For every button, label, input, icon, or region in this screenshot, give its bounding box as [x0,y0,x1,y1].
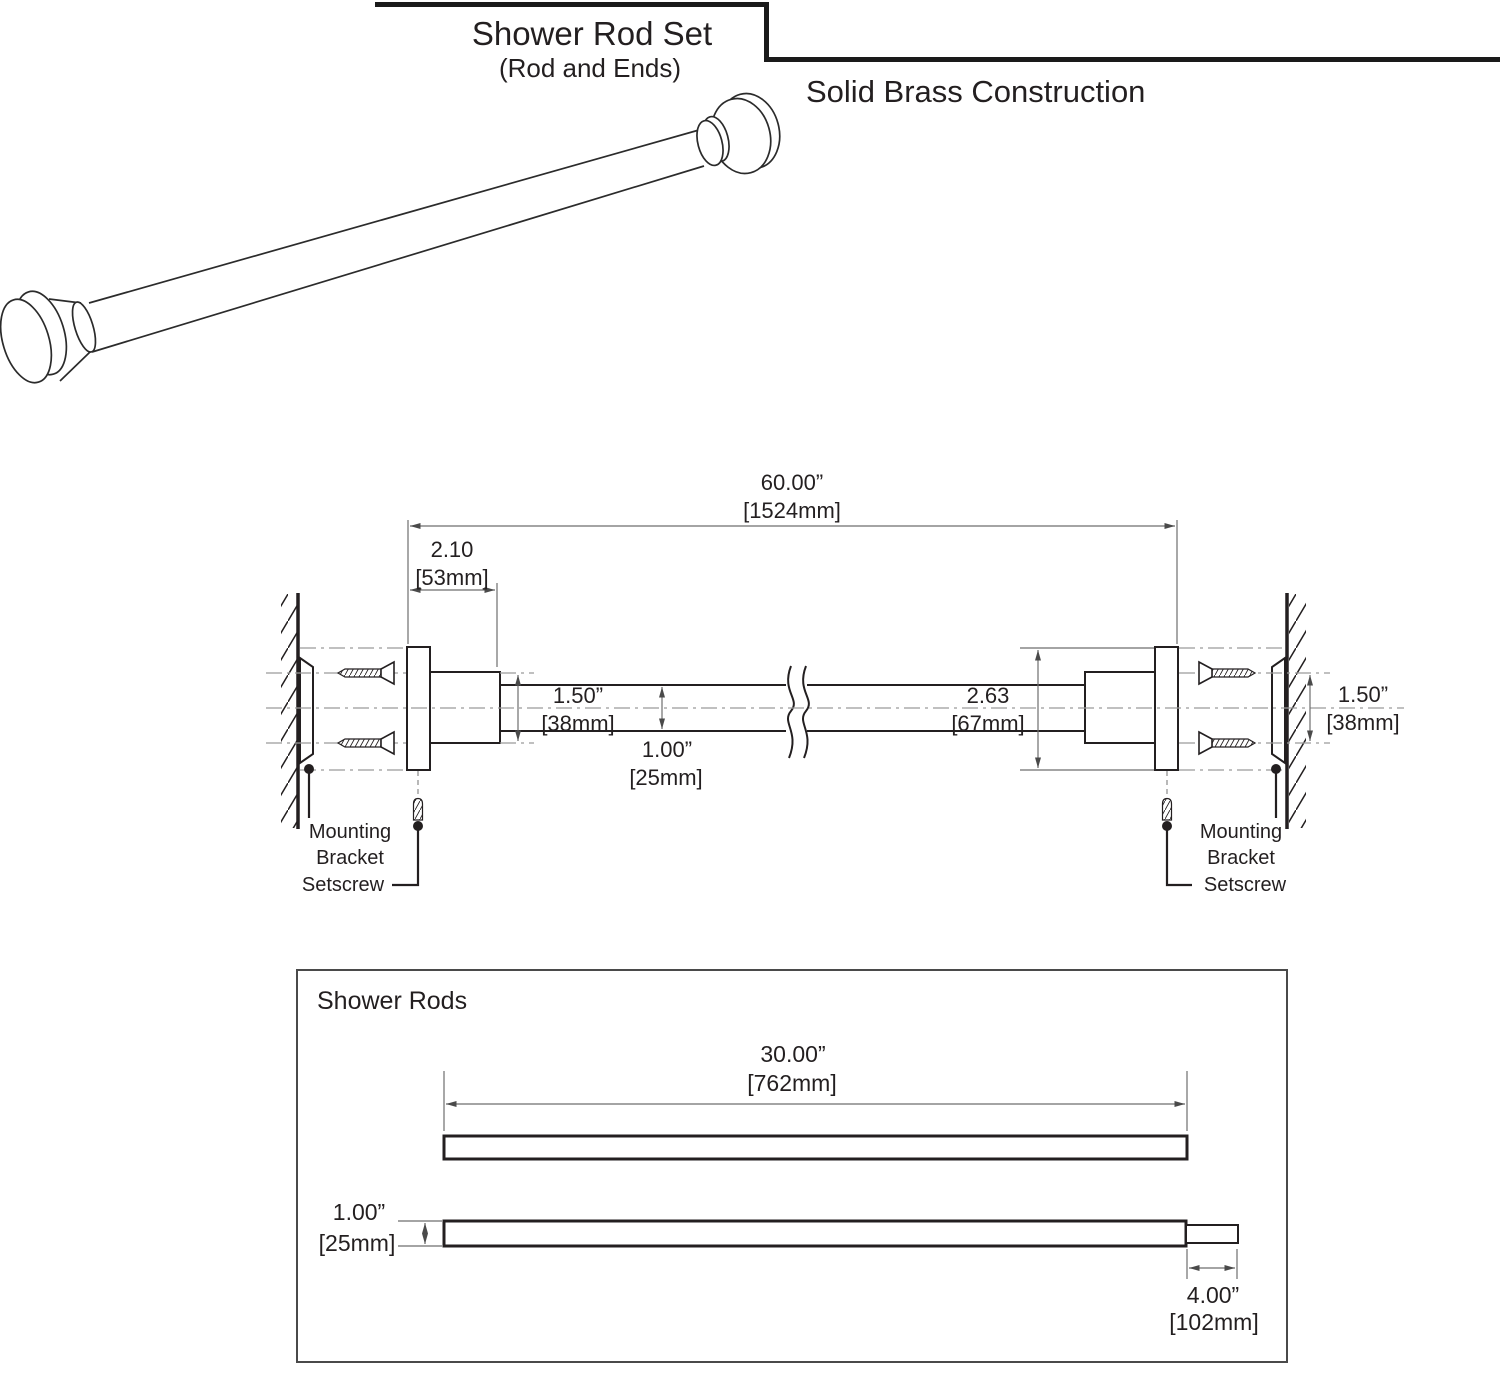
dim-value-metric: [102mm] [1169,1309,1258,1335]
rod-with-end-section [442,1219,1188,1248]
left-wall [281,593,300,829]
right-wall-hatching [1289,594,1306,828]
dim-value-inches: 4.00” [1187,1282,1239,1308]
left-mounting-bracket-label-line2: Bracket [316,847,384,869]
dim-overall-length: 60.00” [1524mm] [407,470,1178,644]
wall-flange [696,92,781,175]
right-setscrew [1161,771,1173,821]
header-border-line [375,2,1500,62]
right-mounting-bracket-callout-dot [1271,764,1281,774]
dim-value-metric: [25mm] [629,765,702,790]
dim-value-inches: 30.00” [760,1041,825,1067]
screw-shaft-icon [336,738,382,748]
rod-3d-illustration [0,92,781,384]
callouts [304,764,1281,887]
flange-collar-face [696,119,724,167]
end-cap-collar [71,301,97,353]
screw-shaft-icon [1211,738,1257,748]
left-setscrew-leader [392,829,420,887]
setscrew-icon [412,797,424,821]
header: Shower Rod Set (Rod and Ends) Solid Bras… [375,2,1500,109]
screw-head-icon [380,660,395,686]
dim-end-section: 4.00” [102mm] [1169,1249,1259,1335]
dim-value-inches: 1.00” [333,1199,385,1225]
rod-end-section [1185,1224,1239,1244]
dim-value-metric: [762mm] [747,1070,836,1096]
screw-head-icon [1198,660,1213,686]
right-bracket-base [1271,656,1286,765]
left-setscrew-callout-dot [413,821,423,831]
right-setscrew-label: Setscrew [1204,874,1287,896]
dim-value-metric: [25mm] [319,1230,396,1256]
right-setscrew-leader [1165,829,1192,887]
end-cap-neck-bottom [59,351,91,382]
right-screws [1198,660,1257,756]
left-mounting-bracket-label-line1: Mounting [309,821,391,843]
right-wall [1285,593,1306,829]
rod-30-inch [442,1134,1189,1161]
dim-value-inches: 1.00” [642,737,692,762]
dim-value-inches: 1.50” [553,683,603,708]
dim-rod-diameter-bottom: 1.00” [25mm] [319,1199,442,1256]
dim-value-metric: [38mm] [1326,710,1399,735]
dim-value-metric: [53mm] [415,565,488,590]
panel-border [296,969,1288,1363]
dim-value-inches: 60.00” [761,470,823,495]
dim-value-inches: 2.10 [431,537,474,562]
dim-value-metric: [1524mm] [743,498,841,523]
page-subtitle: (Rod and Ends) [499,53,681,83]
right-mounting-bracket-label-line1: Mounting [1200,821,1282,843]
left-screws [336,660,395,756]
dim-flange-diameter: 2.63 [67mm] [951,647,1154,771]
part-labels: Mounting Bracket Setscrew Mounting Brack… [302,821,1287,896]
left-setscrew-label: Setscrew [302,874,385,896]
screw-shaft-icon [1211,668,1257,678]
dim-value-inches: 2.63 [967,683,1010,708]
left-bracket-base [299,656,314,765]
rod-body [88,129,705,353]
dim-rod-length: 30.00” [762mm] [443,1041,1188,1131]
left-setscrew [412,771,424,821]
right-setscrew-callout-dot [1162,821,1172,831]
dim-rod-diameter: 1.00” [25mm] [629,687,703,790]
shower-rods-panel: Shower Rods 30.00” [762mm] 1.00” [25mm] [296,969,1288,1363]
installation-diagram: 60.00” [1524mm] 2.10 [53mm] 1.50” [38mm]… [266,470,1404,896]
dim-value-inches: 1.50” [1338,682,1388,707]
dim-bracket-diameter-right: 1.50” [38mm] [1307,675,1400,741]
material-note: Solid Brass Construction [806,74,1145,109]
page-title: Shower Rod Set [472,15,712,52]
left-wall-hatching [281,594,298,828]
panel-title: Shower Rods [317,987,467,1015]
break-symbol-right-curve [801,665,810,759]
dim-value-metric: [38mm] [541,711,614,736]
right-mounting-bracket-label-line2: Bracket [1207,847,1275,869]
left-mounting-bracket-callout-dot [304,764,314,774]
end-cap-face [0,298,53,384]
rod-bottom-edge [91,165,705,353]
screw-shaft-icon [336,668,382,678]
dim-value-metric: [67mm] [951,711,1024,736]
screw-head-icon [380,730,395,756]
break-symbol-left-curve [786,665,795,759]
screw-head-icon [1198,730,1213,756]
rod-top-edge [88,129,700,304]
dim-bracket-diameter-left: 1.50” [38mm] [515,675,615,741]
rod-end-cap [0,290,97,384]
dim-bracket-projection: 2.10 [53mm] [410,537,498,667]
setscrew-icon [1161,797,1173,821]
